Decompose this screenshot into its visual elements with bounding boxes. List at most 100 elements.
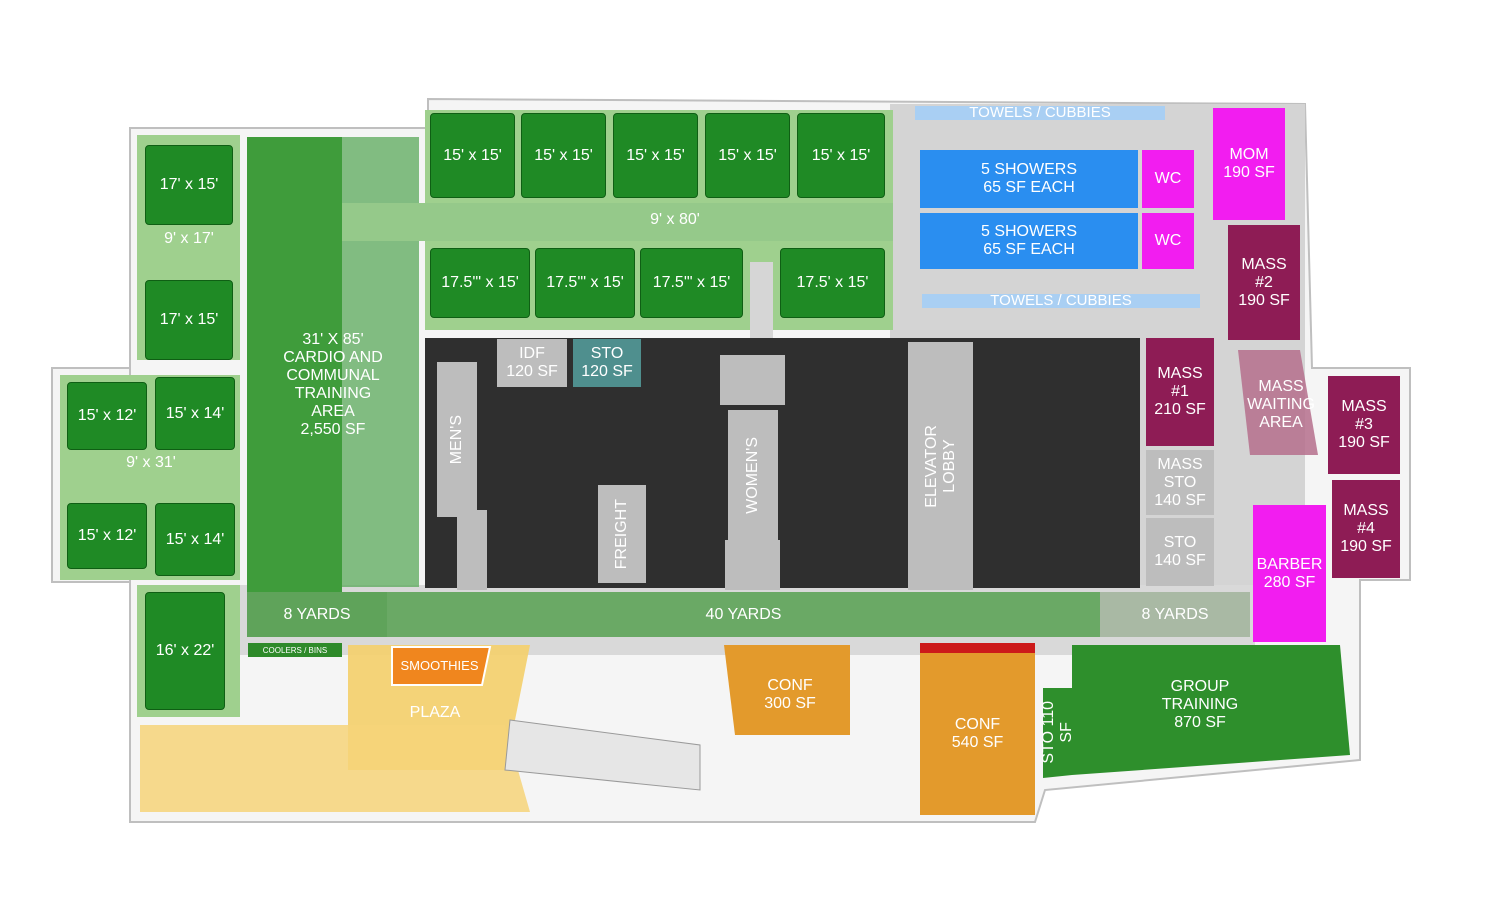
yards-8-east-label: 8 YARDS [1141,605,1209,623]
room-17x15-b-label: 17' x 15' [159,311,219,328]
sto-110-room[interactable]: STO 110 SF [1040,690,1075,775]
north-core-gap [750,262,773,338]
idf-room[interactable]: IDF 120 SF [497,339,567,387]
idf-room-label: IDF 120 SF [506,345,558,380]
mass-waiting-shape [1238,350,1318,455]
room-15x15-5-label: 15' x 15' [811,146,871,164]
corridor-9x31: 9' x 31' [67,452,235,474]
yards-40: 40 YARDS [387,592,1100,637]
sto110-shape [1043,688,1072,778]
elevator-lobby[interactable]: ELEVATOR LOBBY [908,342,973,590]
plaza-label: PLAZA [409,704,461,721]
corridor-9x80: 9' x 80' [600,208,750,232]
room-15x15-3-label: 15' x 15' [626,146,685,164]
room-15x15-1[interactable]: 15' x 15' [430,113,515,198]
corridor-9x31-label: 9' x 31' [126,454,176,471]
towels-cubbies-bottom-label: TOWELS / CUBBIES [990,292,1132,309]
conf-540-room[interactable]: CONF 540 SF [920,653,1035,815]
room-15x14-b[interactable]: 15' x 14' [155,503,235,576]
room-17-5x15-1[interactable]: 17.5'" x 15' [430,248,530,318]
cardio-area-strip [247,137,342,607]
plaza-area[interactable]: PLAZA [360,695,510,731]
towels-cubbies-bottom: TOWELS / CUBBIES [922,292,1200,309]
womens-restroom-label: WOMEN'S [744,436,761,514]
wc-2-label: WC [1154,232,1182,249]
mass-1-room[interactable]: MASS #1 210 SF [1146,338,1214,446]
room-15x14-a[interactable]: 15' x 14' [155,377,235,450]
group-training-shape [1072,645,1350,775]
barber-room-label: BARBER 280 SF [1256,555,1323,591]
stair-shape [504,719,701,791]
mass-4-room[interactable]: MASS #4 190 SF [1332,480,1400,578]
mass-waiting-area-label: MASS WAITING AREA [1247,378,1315,431]
room-17x15-b[interactable]: 17' x 15' [145,280,233,360]
mens-restroom[interactable]: MEN'S [437,362,477,517]
room-17-5x15-2[interactable]: 17.5'" x 15' [535,248,635,318]
barber-room[interactable]: BARBER 280 SF [1253,505,1326,642]
conf540-red-band [920,643,1035,653]
mass-1-room-label: MASS #1 210 SF [1154,365,1206,418]
wc-1[interactable]: WC [1142,150,1194,208]
freight-elevator[interactable]: FREIGHT [598,485,646,583]
room-15x12-b[interactable]: 15' x 12' [67,503,147,569]
room-17-5x15-4-label: 17.5' x 15' [796,274,869,291]
showers-1[interactable]: 5 SHOWERS 65 SF EACH [920,150,1138,208]
room-15x15-5[interactable]: 15' x 15' [797,113,885,198]
mom-room-label: MOM 190 SF [1223,146,1275,181]
room-16x22[interactable]: 16' x 22' [145,592,225,710]
core-column [720,355,785,405]
yards-40-label: 40 YARDS [705,605,782,623]
smoothies-shape [391,646,492,686]
mom-room[interactable]: MOM 190 SF [1213,108,1285,220]
showers-2[interactable]: 5 SHOWERS 65 SF EACH [920,213,1138,269]
smoothies-counter[interactable]: SMOOTHIES [392,647,487,685]
towels-cubbies-top: TOWELS / CUBBIES [915,104,1165,121]
mass-waiting-area[interactable]: MASS WAITING AREA [1244,360,1318,450]
room-15x15-1-label: 15' x 15' [443,146,502,164]
mass-sto-room-label: MASS STO 140 SF [1154,455,1206,509]
conf-300-label: CONF 300 SF [764,677,816,712]
room-15x15-2[interactable]: 15' x 15' [521,113,606,198]
conf-540-label: CONF 540 SF [951,716,1004,751]
wc-2[interactable]: WC [1142,213,1194,269]
towels-cubbies-top-label: TOWELS / CUBBIES [969,104,1111,121]
yards-8-east: 8 YARDS [1100,592,1250,637]
room-15x14-b-label: 15' x 14' [165,530,225,548]
mass-2-room[interactable]: MASS #2 190 SF [1228,225,1300,340]
smoothies-label: SMOOTHIES [400,658,479,673]
womens-restroom[interactable]: WOMEN'S [728,410,778,540]
showers-1-label: 5 SHOWERS 65 SF EACH [980,161,1077,196]
corridor-9x17-label: 9' x 17' [164,230,214,247]
room-15x14-a-label: 15' x 14' [165,404,225,422]
conf-300-room[interactable]: CONF 300 SF [735,660,845,730]
room-15x15-4[interactable]: 15' x 15' [705,113,790,198]
mens-lower [457,510,487,590]
corridor-9x80-label: 9' x 80' [650,211,700,228]
room-15x15-4-label: 15' x 15' [718,146,777,164]
mass-3-room[interactable]: MASS #3 190 SF [1328,376,1400,474]
room-17-5x15-3[interactable]: 17.5'" x 15' [640,248,743,318]
room-15x15-2-label: 15' x 15' [534,146,593,164]
group-training-room[interactable]: GROUP TRAINING 870 SF [1110,660,1290,750]
room-15x15-3[interactable]: 15' x 15' [613,113,698,198]
freight-elevator-label: FREIGHT [613,498,630,570]
room-17x15-a-label: 17' x 15' [159,176,219,193]
mass-sto-room[interactable]: MASS STO 140 SF [1146,450,1214,515]
yards-8-west-label: 8 YARDS [283,605,351,623]
cardio-area-label: 31' X 85' CARDIO AND COMMUNAL TRAINING A… [283,331,383,438]
room-15x12-a[interactable]: 15' x 12' [67,382,147,450]
room-16x22-label: 16' x 22' [155,642,215,659]
room-17x15-a[interactable]: 17' x 15' [145,145,233,225]
room-17-5x15-4[interactable]: 17.5' x 15' [780,248,885,318]
elevator-lobby-label: ELEVATOR LOBBY [922,424,958,508]
cardio-area[interactable]: 31' X 85' CARDIO AND COMMUNAL TRAINING A… [247,300,419,470]
corridor-9x80-band [342,203,893,241]
showers-2-label: 5 SHOWERS 65 SF EACH [980,223,1077,258]
mens-restroom-label: MEN'S [448,414,465,465]
group-training-label: GROUP TRAINING 870 SF [1161,678,1239,731]
sto-120-room[interactable]: STO 120 SF [573,339,641,387]
sto-140-room[interactable]: STO 140 SF [1146,518,1214,586]
coolers-bins: COOLERS / BINS [248,643,342,657]
coolers-bins-label: COOLERS / BINS [262,645,328,655]
